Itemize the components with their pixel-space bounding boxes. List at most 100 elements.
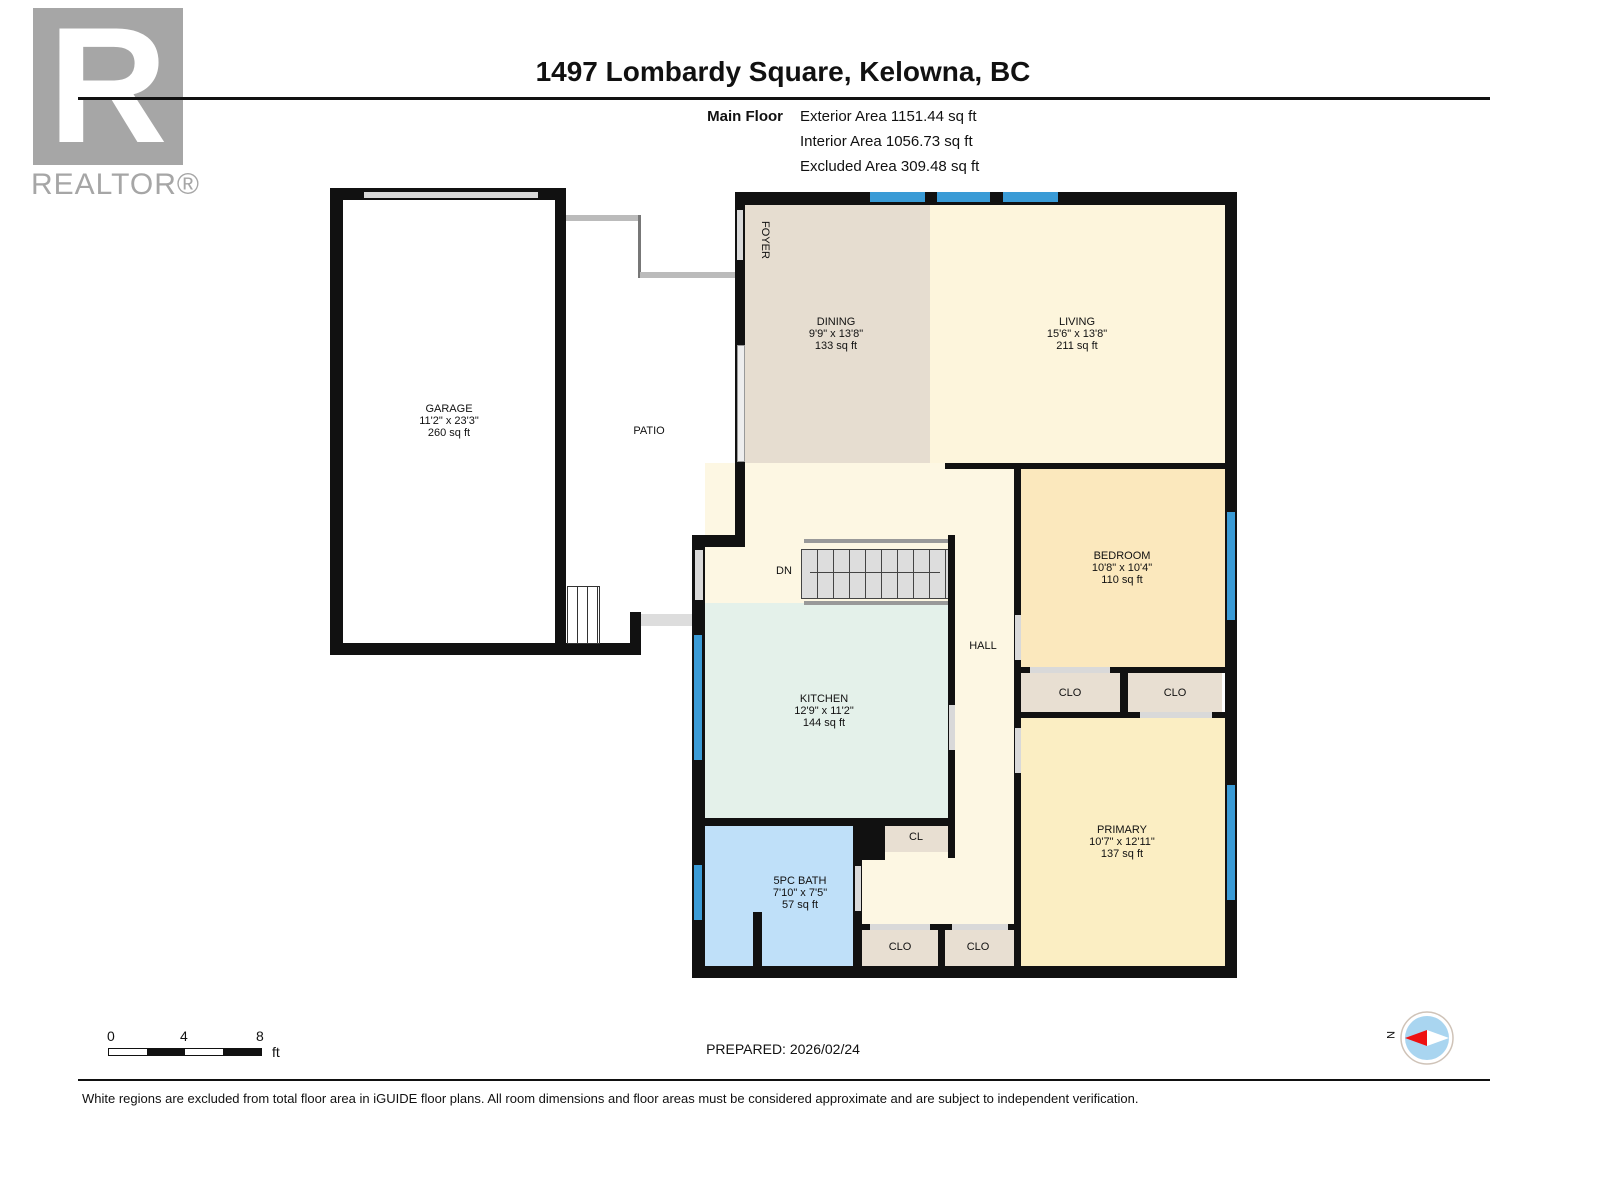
closet-label: CLO [1058, 687, 1082, 699]
wall [753, 912, 762, 966]
patio-rail [566, 215, 640, 221]
footer-divider [78, 1079, 1490, 1081]
patio-rail [638, 215, 641, 278]
floor-label: Main Floor [707, 108, 783, 125]
room-area: 110 sq ft [1101, 574, 1143, 586]
room-dims: 10'7" x 12'11" [1089, 836, 1155, 848]
closet-door [1030, 667, 1110, 673]
closet [862, 930, 938, 966]
room-name: DINING [816, 316, 856, 328]
window [1003, 192, 1058, 202]
closet-door [870, 924, 930, 930]
excluded-area: Excluded Area 309.48 sq ft [800, 158, 980, 175]
room-area: 144 sq ft [802, 717, 846, 729]
room-dims: 7'10" x 7'5" [772, 887, 828, 899]
window [1227, 512, 1235, 620]
stair-rail [804, 539, 948, 543]
closet [885, 826, 948, 852]
closet-door [952, 924, 1008, 930]
closet [1021, 673, 1120, 712]
window [937, 192, 990, 202]
exterior-area: Exterior Area 1151.44 sq ft [800, 108, 977, 125]
wall [330, 643, 641, 655]
living-room [930, 205, 1225, 463]
footer-disclaimer: White regions are excluded from total fl… [82, 1091, 1139, 1106]
room-area: 57 sq ft [781, 899, 819, 911]
room-name: PRIMARY [1097, 824, 1147, 836]
wall [853, 818, 885, 860]
interior-area: Interior Area 1056.73 sq ft [800, 133, 973, 150]
bathroom [705, 826, 853, 966]
wall [938, 924, 945, 966]
wall [692, 966, 1237, 978]
patio-slider [737, 345, 745, 462]
closet-door [1140, 712, 1212, 718]
room-dims: 9'9" x 13'8" [808, 328, 864, 340]
header-divider [78, 97, 1490, 100]
closet-label: CLO [966, 941, 990, 953]
bedroom [1021, 469, 1225, 667]
hall-label: HALL [969, 640, 997, 652]
compass-icon [1400, 1011, 1454, 1065]
scale-tick-label: 0 [107, 1028, 115, 1044]
closet-label: CLO [1163, 687, 1187, 699]
patio-door [641, 614, 692, 626]
room-area: 137 sq ft [1100, 848, 1144, 860]
wall [555, 188, 566, 643]
room-area: 133 sq ft [814, 340, 858, 352]
prepared-date: PREPARED: 2026/02/24 [706, 1041, 860, 1057]
closet [1128, 673, 1222, 712]
garage-door [364, 192, 538, 198]
room-dims: 10'8" x 10'4" [1091, 562, 1153, 574]
room-area: 260 sq ft [427, 427, 471, 439]
closet-label: CL [908, 831, 924, 843]
scale-bar [108, 1048, 262, 1056]
window [1227, 785, 1235, 900]
scale-tick-label: 4 [180, 1028, 188, 1044]
primary-door [1015, 728, 1021, 773]
scale-tick-label: 8 [256, 1028, 264, 1044]
bath-door [855, 866, 861, 911]
page-title: 1497 Lombardy Square, Kelowna, BC [535, 56, 1031, 87]
wall [630, 612, 641, 655]
closet [945, 930, 1014, 966]
room-name: BEDROOM [1093, 550, 1151, 562]
window [694, 635, 702, 760]
window [870, 192, 925, 202]
logo-letter: R [48, 0, 168, 177]
wall [697, 535, 745, 547]
room-dims: 12'9" x 11'2" [794, 705, 854, 717]
kitchen [705, 603, 948, 818]
room-name: KITCHEN [799, 693, 849, 705]
room-area: 211 sq ft [1056, 340, 1098, 352]
wall [853, 860, 862, 966]
realtor-logo: R [33, 0, 183, 170]
bedroom-door [1015, 615, 1021, 660]
room-dims: 15'6" x 13'8" [1046, 328, 1108, 340]
side-door [695, 550, 703, 600]
wall [945, 463, 1225, 469]
window [694, 865, 702, 920]
kitchen-opening [949, 705, 955, 750]
scale-unit: ft [272, 1044, 280, 1060]
primary-bedroom [1021, 718, 1225, 966]
foyer-label: FOYER [759, 221, 771, 259]
stairs-label: DN [776, 565, 792, 577]
room-name: GARAGE [425, 403, 473, 415]
wall [1014, 712, 1225, 718]
stair-arrow [810, 572, 940, 573]
room-name: 5PC BATH [773, 875, 827, 887]
closet-label: CLO [888, 941, 912, 953]
wall [1120, 667, 1128, 718]
compass-label: N [1383, 1031, 1396, 1039]
logo-wordmark: REALTOR® [31, 168, 201, 201]
foyer-door [737, 210, 743, 260]
dining-room [745, 205, 930, 463]
wall [948, 535, 955, 858]
patio-label: PATIO [633, 425, 665, 437]
